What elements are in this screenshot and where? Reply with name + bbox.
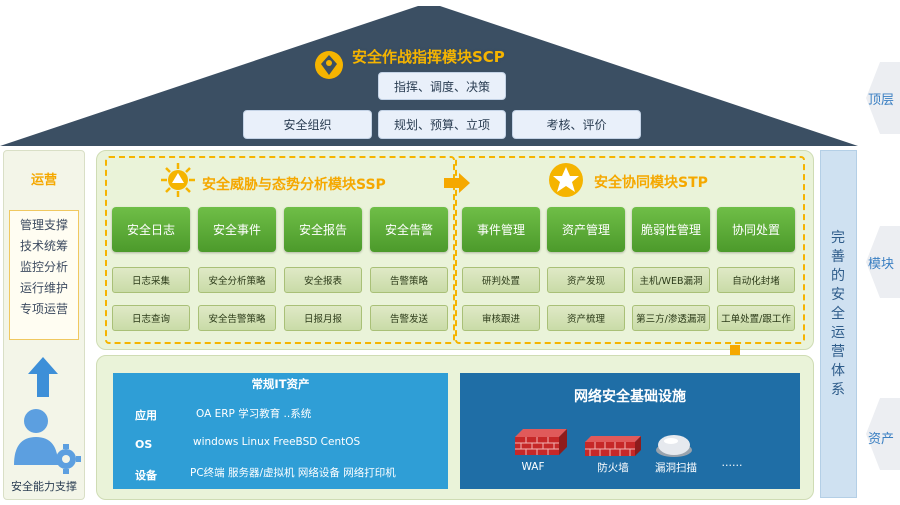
ssp-sub-button: 告警发送 [370,305,448,331]
layer-label-asset: 资产 [867,431,894,447]
system-char: 运 [831,325,845,341]
network-item-label: 漏洞扫描 [655,461,697,474]
stp-sub-button: 资产梳理 [547,305,625,331]
ssp-main-button: 安全日志 [112,207,190,252]
ssp-sub-button: 日报月报 [284,305,362,331]
layer-label-module: 模块 [867,256,894,272]
system-char: 体 [831,363,845,379]
stp-main-button: 脆弱性管理 [632,207,710,252]
right-arrow-icon [444,173,470,193]
ssp-logo-icon [160,162,196,198]
roof-box-planning: 规划、预算、立项 [378,110,506,139]
support-label: 安全能力支撑 [11,480,77,493]
stp-sub-button: 第三方/渗透漏洞 [632,305,710,331]
ssp-sub-button: 安全告警策略 [198,305,276,331]
it-row-value: OA ERP 学习教育 ..系统 [196,408,312,420]
stp-main-button: 资产管理 [547,207,625,252]
it-row-value: PC终端 服务器/虚拟机 网络设备 网络打印机 [190,467,396,479]
system-char: 善 [831,249,845,265]
stp-sub-button: 资产发现 [547,267,625,293]
stp-logo-icon [548,162,584,198]
scp-logo-icon [314,50,344,80]
stp-sub-button: 审核跟进 [462,305,540,331]
ssp-sub-button: 安全报表 [284,267,362,293]
roof-box-organization: 安全组织 [243,110,372,139]
ssp-main-button: 安全事件 [198,207,276,252]
system-column-text: 完 善 的 安 全 运 营 体 系 [829,229,849,400]
user-gear-icon [10,403,82,475]
system-char: 安 [831,287,845,303]
stp-sub-button: 自动化封堵 [717,267,795,293]
layer-arrow-top-icon [866,62,900,134]
scp-title: 安全作战指挥模块SCP [352,48,505,66]
ssp-sub-button: 告警策略 [370,267,448,293]
ops-list: 管理支撑 技术统筹 监控分析 运行维护 专项运营 [9,210,79,340]
stp-sub-button: 研判处置 [462,267,540,293]
network-item-label: …… [721,457,743,469]
it-row-key: 应用 [135,409,157,422]
stp-sub-button: 工单处置/跟工作 [717,305,795,331]
stp-main-button: 事件管理 [462,207,540,252]
stp-sub-button: 主机/WEB漏洞 [632,267,710,293]
roof-box-command: 指挥、调度、决策 [378,72,506,100]
network-item-label: 防火墙 [597,461,629,474]
system-char: 的 [831,268,845,284]
roof-box-evaluation: 考核、评价 [512,110,641,139]
ssp-main-button: 安全告警 [370,207,448,252]
system-char: 全 [831,306,845,322]
system-char: 完 [831,230,845,246]
waf-firewall-icon [515,429,567,455]
it-row-key: OS [135,438,153,451]
system-char: 系 [831,382,845,398]
ops-item: 专项运营 [19,302,68,316]
system-char: 营 [831,344,845,360]
stp-box [455,156,805,344]
ssp-box [105,156,455,344]
stp-main-button: 协同处置 [717,207,795,252]
scanner-icon [655,432,693,458]
stp-title: 安全协同模块STP [594,175,708,191]
network-item-label: WAF [521,461,545,473]
layer-arrow-asset-icon [866,398,900,470]
up-arrow-icon [28,357,58,397]
it-row-key: 设备 [135,469,157,482]
ops-item: 管理支撑 [19,218,68,232]
network-title: 网络安全基础设施 [574,389,686,405]
layer-arrow-module-icon [866,226,900,298]
ssp-main-button: 安全报告 [284,207,362,252]
ops-item: 监控分析 [19,260,68,274]
firewall-icon [585,436,641,456]
it-assets-panel [113,373,448,489]
ops-item: 技术统筹 [19,239,68,253]
ssp-sub-button: 日志查询 [112,305,190,331]
ssp-title: 安全威胁与态势分析模块SSP [202,177,386,193]
it-assets-title: 常规IT资产 [251,377,310,391]
it-row-value: windows Linux FreeBSD CentOS [193,436,361,448]
ops-item: 运行维护 [19,281,68,295]
ssp-sub-button: 日志采集 [112,267,190,293]
network-panel [460,373,800,489]
layer-label-top: 顶层 [867,92,894,108]
ops-title: 运营 [30,172,57,188]
ssp-sub-button: 安全分析策略 [198,267,276,293]
system-column [820,150,857,498]
